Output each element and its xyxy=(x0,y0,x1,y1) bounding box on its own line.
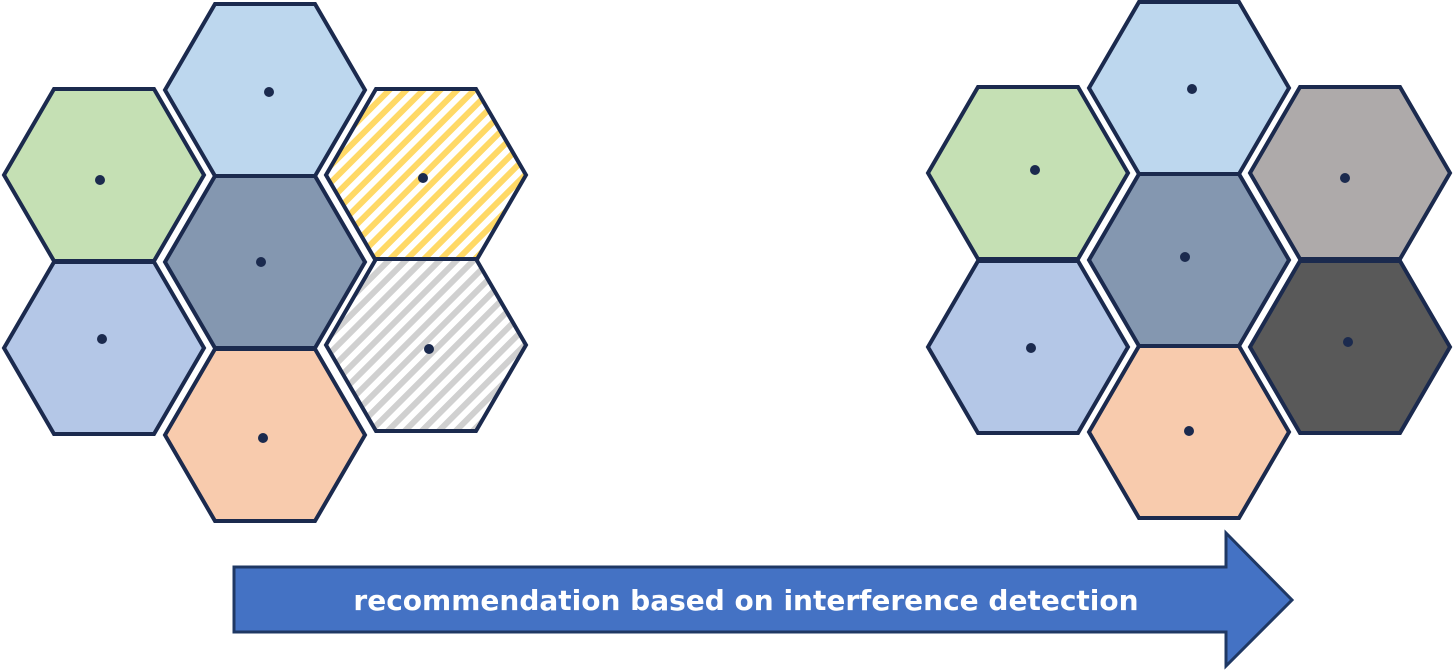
hexagon-cell-upper-left xyxy=(1,87,207,263)
cell-center-dot-upper-left xyxy=(95,175,105,185)
cell-center-dot-bottom xyxy=(1184,426,1194,436)
cell-center-dot-upper-left xyxy=(1030,165,1040,175)
hexagon-cell-lower-right xyxy=(1247,259,1453,435)
hexagon-cell-upper-right xyxy=(1247,85,1453,261)
after-hexagon-cluster xyxy=(925,0,1453,520)
cell-center-dot-top xyxy=(264,87,274,97)
recommendation-arrow: recommendation based on interference det… xyxy=(232,529,1295,670)
arrow-label: recommendation based on interference det… xyxy=(353,584,1138,617)
cell-center-dot-upper-right xyxy=(418,173,428,183)
cell-center-dot-lower-left xyxy=(97,334,107,344)
hexagon-cell-lower-left xyxy=(1,260,207,436)
cell-center-dot-upper-right xyxy=(1340,173,1350,183)
cell-center-dot-bottom xyxy=(258,433,268,443)
cell-center-dot-lower-left xyxy=(1026,343,1036,353)
hexagon-cell-upper-left xyxy=(925,85,1131,261)
cell-center-dot-top xyxy=(1187,84,1197,94)
cell-center-dot-lower-right xyxy=(424,344,434,354)
cell-center-dot-lower-right xyxy=(1343,337,1353,347)
cell-center-dot-center xyxy=(256,257,266,267)
before-hexagon-cluster xyxy=(1,2,529,523)
arrow-shape xyxy=(232,529,1295,670)
cell-center-dot-center xyxy=(1180,252,1190,262)
